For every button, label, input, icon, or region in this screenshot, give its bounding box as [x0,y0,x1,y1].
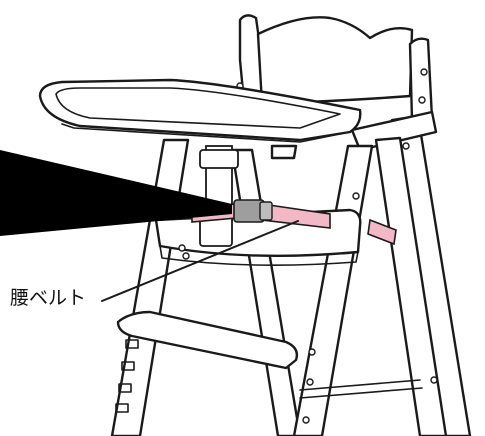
screw [403,143,409,149]
screw [183,253,189,259]
screw [421,69,427,75]
strap-loop [200,150,238,168]
screw [307,379,313,385]
backrest-panel [258,17,412,104]
backrest-post-right [410,39,432,120]
screw [303,417,309,423]
screw [353,193,359,199]
waist-belt-label: 腰ベルト [10,287,86,309]
rear-left-leg [232,150,300,436]
screw [431,377,437,383]
tray-bracket [272,146,296,158]
belt-adjuster [260,202,272,220]
screw [309,349,315,355]
screw [179,245,185,251]
screw [419,97,425,103]
